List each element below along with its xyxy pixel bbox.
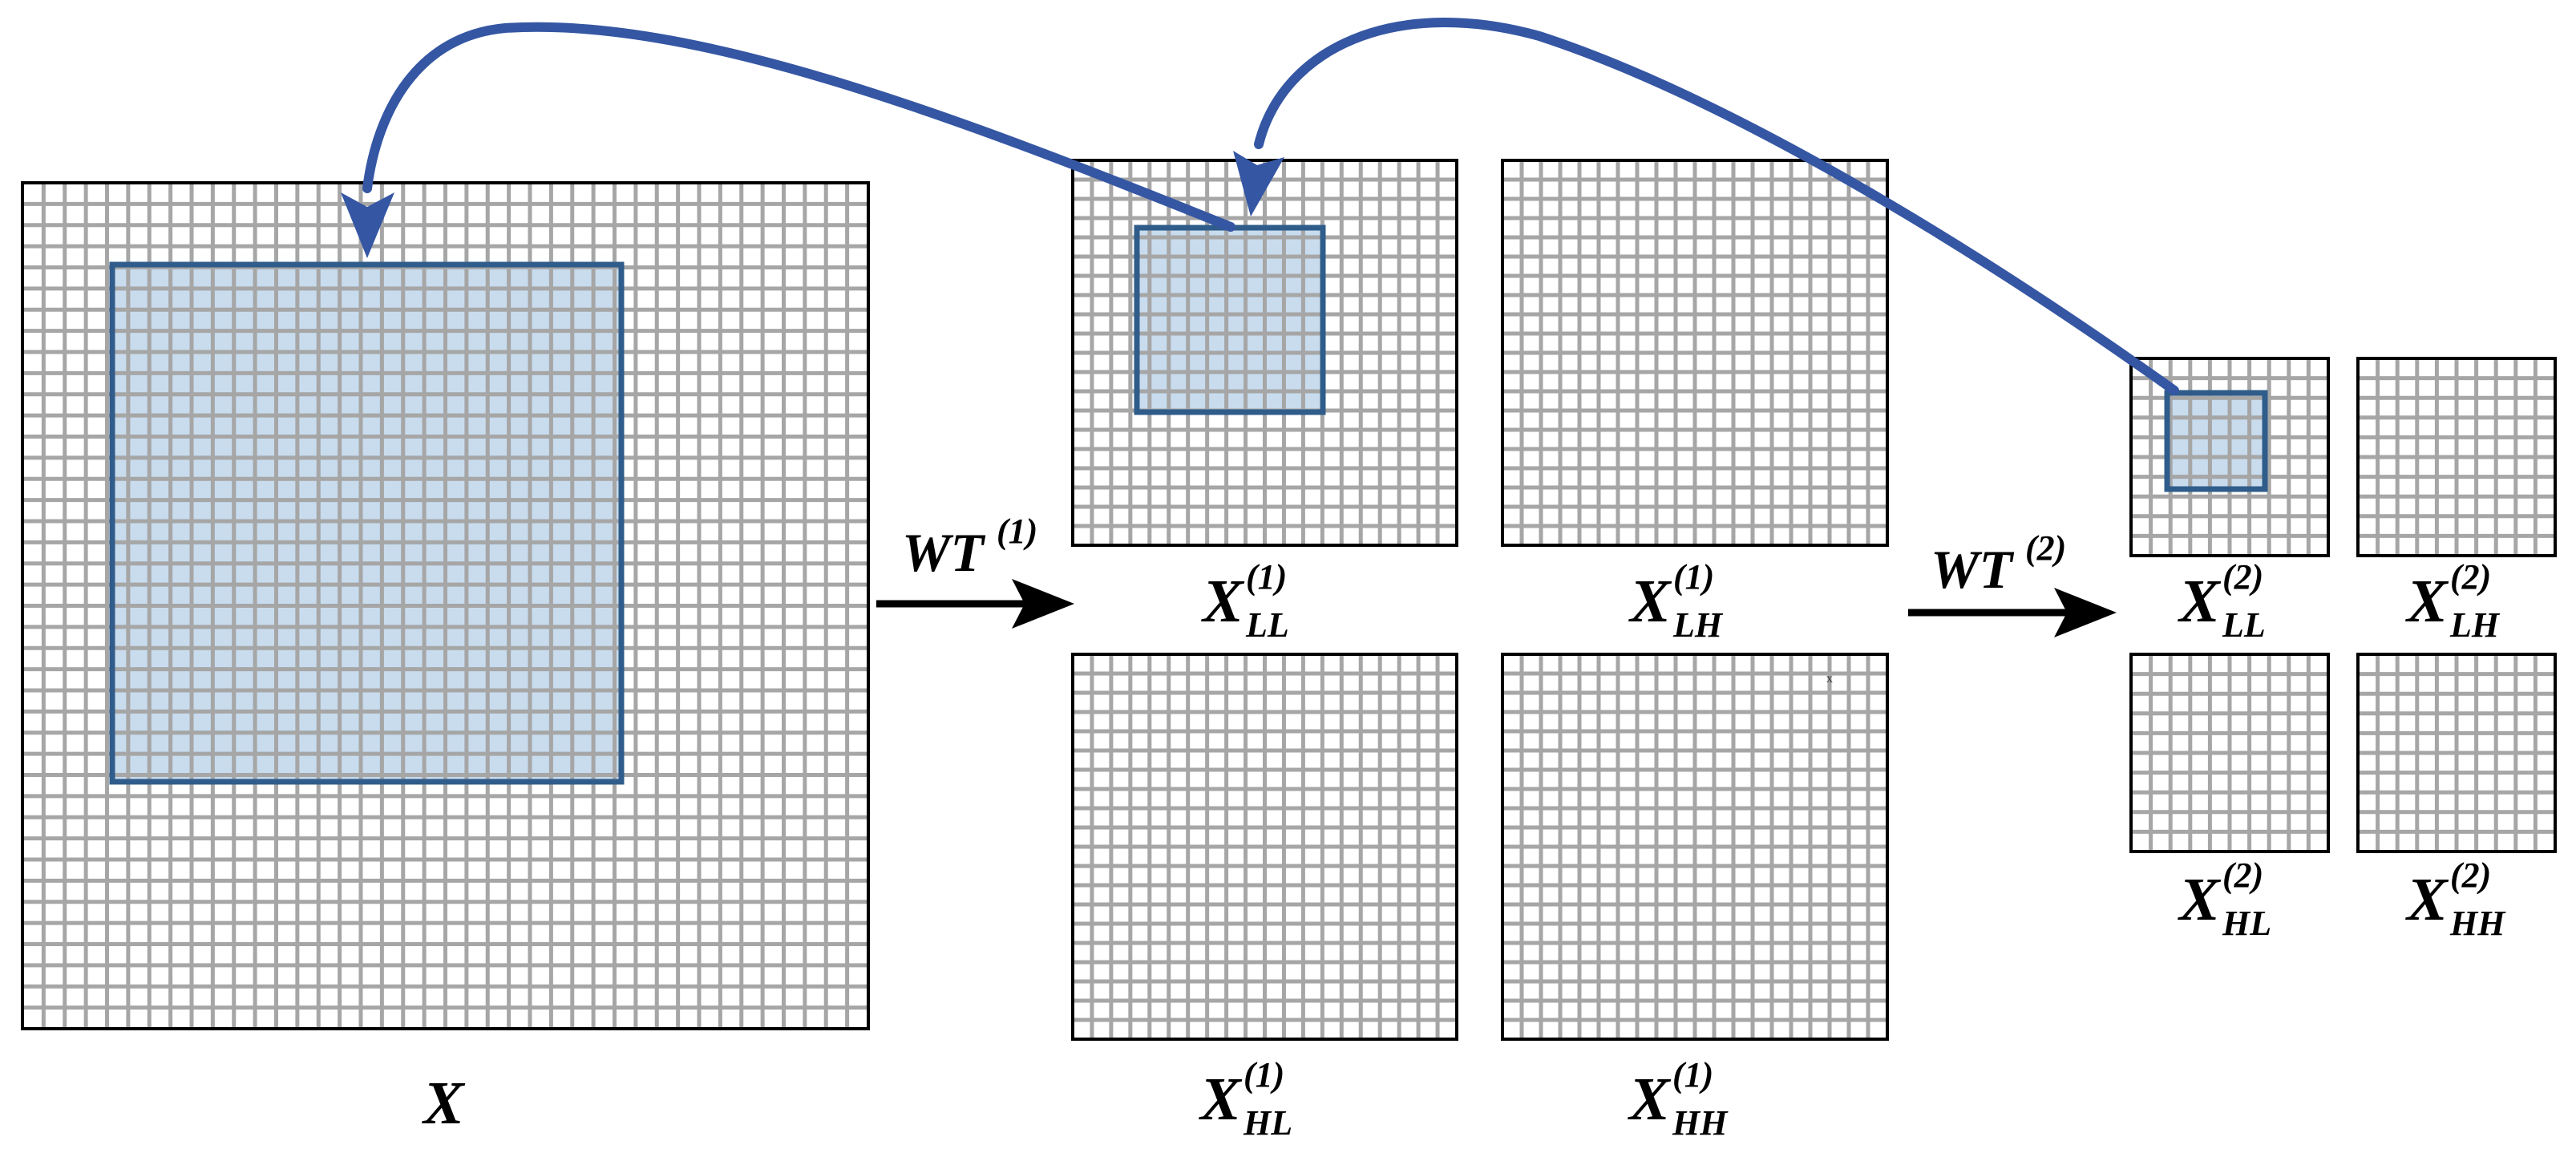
label-wt1: WT (1) <box>902 512 1038 583</box>
grid-x-lh-2 <box>2356 357 2557 557</box>
label-x-lh-2: X (2) LH <box>2407 557 2500 645</box>
highlight-border <box>109 261 625 785</box>
label-x: X <box>423 1070 464 1137</box>
highlight-grid-overlay <box>1137 228 1324 413</box>
wt1-arrow <box>876 579 1074 629</box>
grid-border <box>1501 159 1889 547</box>
grid-x-hh-1 <box>1501 653 1889 1041</box>
highlight-border <box>2164 390 2268 492</box>
label-x-lh-1: X (1) LH <box>1630 557 1723 645</box>
curved-arrow-ll2-to-ll1 <box>1233 18 2179 395</box>
grid-border <box>2356 357 2557 557</box>
label-x-ll-2: X (2) LL <box>2179 557 2266 645</box>
grid-border <box>2129 653 2330 853</box>
grid-border <box>2129 357 2330 557</box>
grid-border <box>1071 159 1458 547</box>
label-x-hl-2: X (2) HL <box>2179 856 2272 943</box>
grid-border <box>1071 653 1458 1041</box>
stray-x-mark: x <box>1826 672 1833 686</box>
label-x-hl-1: X (1) HL <box>1200 1055 1293 1143</box>
grid-x-hl-2 <box>2129 653 2330 853</box>
highlights-layer <box>109 225 2268 785</box>
label-x-ll-1: X (1) LL <box>1203 557 1289 645</box>
label-x-hh-1: X (1) HH <box>1629 1055 1728 1143</box>
grid-border <box>2356 653 2557 853</box>
grid-border <box>1501 653 1889 1041</box>
highlight-grid-overlay <box>2167 393 2265 489</box>
grid-x-lh-1 <box>1501 159 1889 547</box>
curved-arrow-ll1-to-x <box>341 22 1235 258</box>
grid-x-hh-2 <box>2356 653 2557 853</box>
grid-x-hl-1 <box>1071 653 1458 1041</box>
grid-border <box>21 181 870 1030</box>
label-x-hh-2: X (2) HH <box>2407 856 2505 943</box>
label-wt2: WT (2) <box>1931 528 2067 600</box>
wt2-arrow <box>1908 588 2117 637</box>
